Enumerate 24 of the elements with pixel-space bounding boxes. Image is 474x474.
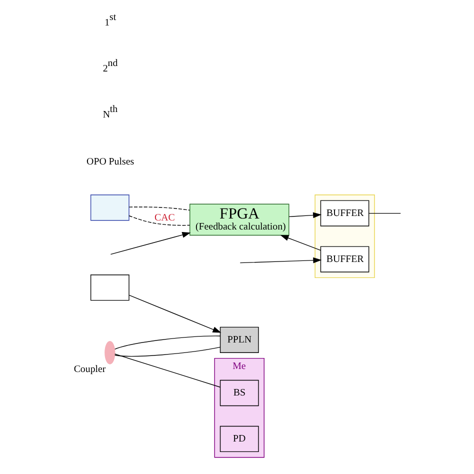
connector [114, 346, 220, 357]
connector [114, 354, 220, 388]
arrow [239, 257, 322, 264]
node-label: Coupler [73, 364, 106, 375]
connector [128, 215, 190, 226]
connector [128, 206, 190, 211]
node-box: PPLN [219, 326, 258, 354]
node-box: FPGA (Feedback calculation) [189, 204, 289, 236]
edge-label: CAC [154, 212, 174, 224]
label: OPO Pulses [86, 156, 134, 168]
node-box [90, 194, 129, 221]
node-box: BUFFER [320, 200, 369, 226]
node-box: PD [219, 426, 258, 452]
arrow [280, 234, 320, 251]
connector [368, 212, 400, 214]
arrow [288, 212, 322, 218]
node-box: BS [219, 380, 258, 406]
node-box [90, 274, 129, 301]
arrow [110, 232, 190, 255]
node-ellipse [104, 341, 115, 364]
node-box: BUFFER [320, 246, 369, 272]
cluster [314, 194, 374, 278]
arrow [128, 294, 221, 333]
connector [114, 336, 220, 350]
